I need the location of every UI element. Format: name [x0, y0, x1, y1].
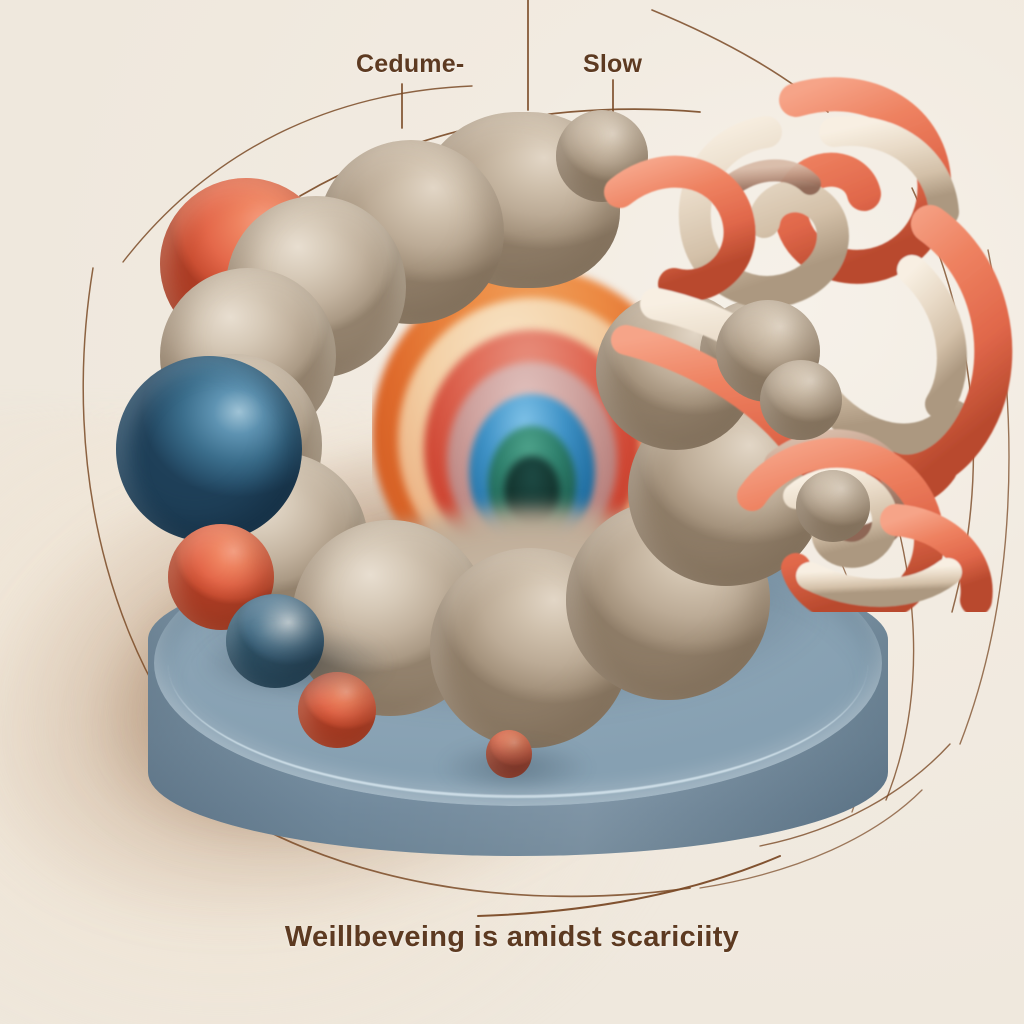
figure-caption: Weillbeveing is amidst scariciity [284, 921, 740, 953]
sphere-orange-small [298, 672, 376, 748]
annotation-label-cedume: Cedume- [356, 50, 465, 78]
sphere-orange-tiny [486, 730, 532, 778]
contact-shadow-left-spheres [200, 628, 390, 698]
sphere-grey-blue-medium [226, 594, 324, 688]
contact-shadow-tiny-sphere [440, 740, 590, 794]
annotation-label-slow: Slow [583, 50, 643, 78]
swirl-tube-cluster [604, 77, 1013, 612]
sphere-steel-blue-large [116, 356, 302, 542]
platform-rim-highlight [168, 530, 868, 798]
sphere-tan-in-swirl-2 [760, 360, 842, 440]
sphere-tan-in-swirl-3 [796, 470, 870, 542]
